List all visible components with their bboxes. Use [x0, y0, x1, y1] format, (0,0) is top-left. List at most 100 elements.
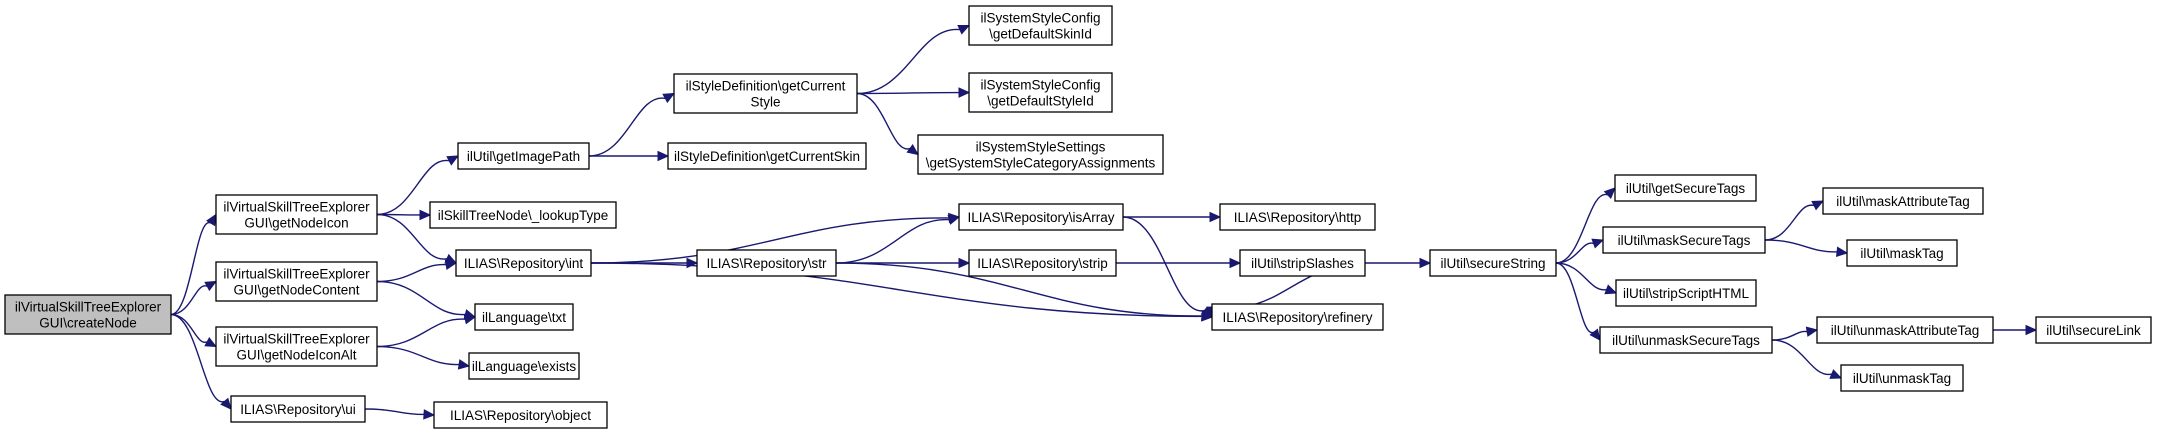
arrow-head [1829, 369, 1843, 379]
edge-line [364, 408, 425, 416]
edge-get-current-style-to-get-default-skin-id [856, 24, 971, 95]
arrow-head [204, 280, 218, 292]
node-box [2035, 316, 2152, 344]
node-label: ILIAS\Repository\isArray [967, 210, 1114, 225]
node-strip-slashes[interactable]: ilUtil\stripSlashes [1239, 249, 1366, 277]
node-box [1822, 187, 1984, 215]
edge-line [1555, 262, 1607, 291]
node-box [429, 201, 617, 229]
node-repo-int[interactable]: ILIAS\Repository\int [455, 249, 592, 277]
node-repo-ui[interactable]: ILIAS\Repository\ui [230, 395, 366, 423]
edge-line [170, 313, 225, 403]
node-label: ilStyleDefinition\getCurrent [686, 79, 846, 94]
arrow-head [957, 24, 971, 35]
node-get-current-skin[interactable]: ilStyleDefinition\getCurrentSkin [667, 142, 867, 170]
edge-get-current-style-to-get-system-style-category-assignments [856, 92, 919, 156]
node-get-system-style-category-assignments[interactable]: ilSystemStyleSettings\getSystemStyleCate… [917, 134, 1164, 175]
node-box [1239, 249, 1366, 277]
node-box [1211, 303, 1384, 331]
edge-line [1771, 330, 1808, 341]
node-repo-is-array[interactable]: ILIAS\Repository\isArray [958, 203, 1124, 231]
node-box [696, 249, 837, 277]
edge-unmask-secure-tags-to-unmask-tag [1771, 339, 1843, 379]
node-label: ilUtil\maskAttributeTag [1836, 194, 1970, 209]
node-get-node-content[interactable]: ilVirtualSkillTreeExplorerGUI\getNodeCon… [215, 261, 378, 302]
node-unmask-secure-tags[interactable]: ilUtil\unmaskSecureTags [1599, 326, 1773, 354]
edge-line [835, 218, 950, 264]
arrow-head [1604, 284, 1618, 295]
node-mask-tag[interactable]: ilUtil\maskTag [1846, 239, 1958, 267]
edge-line [588, 97, 666, 157]
node-box [968, 72, 1113, 113]
arrow-head [206, 213, 217, 227]
edge-get-image-path-to-get-current-skin [588, 150, 670, 162]
node-secure-link[interactable]: ilUtil\secureLink [2035, 316, 2152, 344]
arrow-head [1209, 211, 1222, 223]
node-box [457, 142, 590, 170]
edge-get-node-content-to-lang-txt [376, 280, 477, 320]
edge-unmask-attribute-tag-to-secure-link [1993, 324, 2038, 336]
arrow-head [1603, 187, 1616, 200]
node-label: \getSystemStyleCategoryAssignments [926, 156, 1156, 171]
node-mask-attribute-tag[interactable]: ilUtil\maskAttributeTag [1822, 187, 1984, 215]
node-label: ilUtil\unmaskSecureTags [1612, 333, 1760, 348]
arrow-head [1229, 257, 1242, 269]
edge-line [1555, 262, 1595, 333]
node-label: ilUtil\maskTag [1860, 246, 1943, 261]
node-label: ilUtil\unmaskTag [1853, 371, 1951, 386]
node-label: GUI\getNodeContent [233, 283, 359, 298]
arrow-head [958, 257, 971, 269]
node-unmask-attribute-tag[interactable]: ilUtil\unmaskAttributeTag [1816, 316, 1994, 344]
arrow-head [1811, 200, 1825, 211]
edge-secure-string-to-unmask-secure-tags [1555, 262, 1601, 341]
node-get-default-style-id[interactable]: ilSystemStyleConfig\getDefaultStyleId [968, 72, 1113, 113]
node-mask-secure-tags[interactable]: ilUtil\maskSecureTags [1602, 226, 1766, 254]
node-lang-exists[interactable]: ilLanguage\exists [468, 352, 580, 380]
arrow-head [906, 144, 919, 156]
node-label: ilUtil\stripSlashes [1251, 256, 1354, 271]
edge-line [590, 217, 950, 264]
node-get-image-path[interactable]: ilUtil\getImagePath [457, 142, 590, 170]
node-label: ilUtil\stripScriptHTML [1623, 286, 1750, 301]
node-label: ILIAS\Repository\int [464, 256, 584, 271]
node-label: ilVirtualSkillTreeExplorer [223, 267, 370, 282]
edge-line [1764, 204, 1815, 241]
edge-repo-strip-to-strip-slashes [1116, 257, 1242, 269]
arrow-head [446, 155, 460, 166]
node-get-default-skin-id[interactable]: ilSystemStyleConfig\getDefaultSkinId [968, 5, 1113, 46]
node-repo-refinery[interactable]: ILIAS\Repository\refinery [1211, 303, 1384, 331]
node-label: ilLanguage\txt [482, 310, 566, 325]
node-get-secure-tags[interactable]: ilUtil\getSecureTags [1614, 174, 1757, 202]
node-repo-strip[interactable]: ILIAS\Repository\strip [968, 249, 1117, 277]
node-label: ILIAS\Repository\refinery [1222, 310, 1372, 325]
edge-get-node-icon-alt-to-lang-exists [376, 345, 471, 370]
edge-line [376, 345, 460, 366]
node-layer: ilVirtualSkillTreeExplorerGUI\createNode… [4, 5, 2152, 429]
edge-repo-is-array-to-repo-refinery [1122, 216, 1213, 318]
node-label: \getDefaultStyleId [987, 94, 1094, 109]
node-repo-str[interactable]: ILIAS\Repository\str [696, 249, 837, 277]
node-label: ilVirtualSkillTreeExplorer [223, 200, 370, 215]
node-lang-txt[interactable]: ilLanguage\txt [474, 303, 574, 331]
node-get-node-icon-alt[interactable]: ilVirtualSkillTreeExplorerGUI\getNodeIco… [215, 326, 378, 367]
edge-repo-is-array-to-repo-http [1123, 211, 1222, 223]
node-box [455, 249, 592, 277]
arrow-head [444, 259, 458, 270]
node-unmask-tag[interactable]: ilUtil\unmaskTag [1840, 364, 1964, 392]
node-box [673, 73, 858, 114]
node-box [433, 401, 608, 429]
arrow-head [419, 209, 432, 221]
node-label: ilSystemStyleConfig [980, 11, 1100, 26]
edge-line [376, 280, 466, 316]
node-lookup-type[interactable]: ilSkillTreeNode\_lookupType [429, 201, 617, 229]
node-strip-script-html[interactable]: ilUtil\stripScriptHTML [1615, 279, 1757, 307]
node-secure-string[interactable]: ilUtil\secureString [1429, 249, 1557, 277]
node-repo-http[interactable]: ILIAS\Repository\http [1219, 203, 1376, 231]
node-label: ILIAS\Repository\ui [240, 402, 356, 417]
node-repo-object[interactable]: ILIAS\Repository\object [433, 401, 608, 429]
node-get-node-icon[interactable]: ilVirtualSkillTreeExplorerGUI\getNodeIco… [215, 194, 378, 235]
node-label: GUI\getNodeIconAlt [236, 348, 356, 363]
